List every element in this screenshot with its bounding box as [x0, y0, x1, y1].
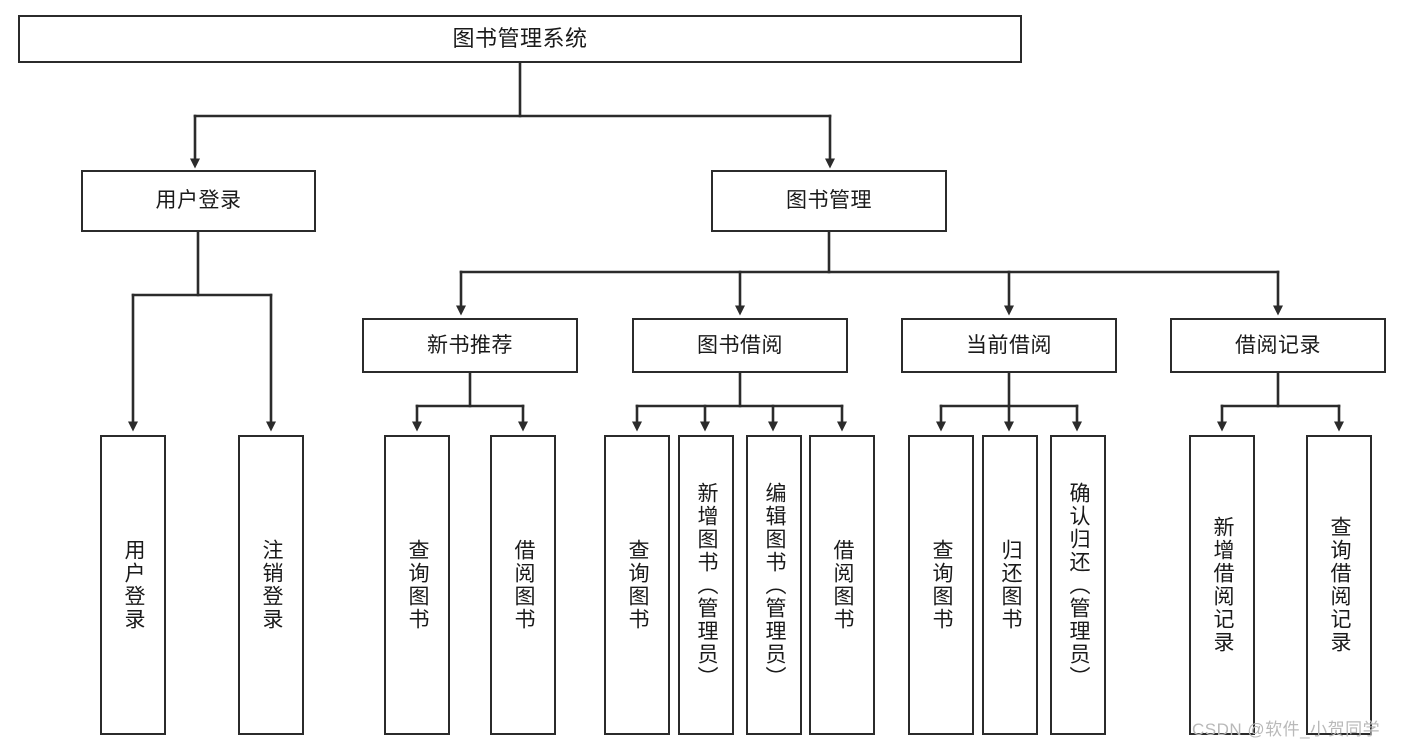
node-leaf-query-book-1[interactable]: 查询图书	[384, 435, 450, 735]
node-leaf-query-book-2[interactable]: 查询图书	[604, 435, 670, 735]
node-leaf-confirm-return-admin[interactable]: 确认归还（管理员）	[1050, 435, 1106, 735]
node-leaf-borrow-book-1-label: 借阅图书	[512, 539, 536, 631]
node-leaf-confirm-return-admin-label: 确认归还（管理员）	[1067, 481, 1091, 689]
node-book-borrow-label: 图书借阅	[697, 333, 783, 357]
node-leaf-borrow-book-2[interactable]: 借阅图书	[809, 435, 875, 735]
node-leaf-query-book-3-label: 查询图书	[930, 539, 954, 631]
node-leaf-edit-book-admin[interactable]: 编辑图书（管理员）	[746, 435, 802, 735]
node-borrow-record[interactable]: 借阅记录	[1170, 318, 1386, 373]
node-leaf-add-borrow-record-label: 新增借阅记录	[1211, 516, 1235, 654]
node-leaf-query-book-2-label: 查询图书	[626, 539, 650, 631]
node-borrow-record-label: 借阅记录	[1235, 333, 1321, 357]
node-leaf-query-borrow-record[interactable]: 查询借阅记录	[1306, 435, 1372, 735]
node-new-book-recommend-label: 新书推荐	[427, 333, 513, 357]
node-leaf-user-login[interactable]: 用户登录	[100, 435, 166, 735]
node-book-manage-label: 图书管理	[786, 189, 872, 213]
node-leaf-add-borrow-record[interactable]: 新增借阅记录	[1189, 435, 1255, 735]
node-leaf-return-book[interactable]: 归还图书	[982, 435, 1038, 735]
node-leaf-user-login-label: 用户登录	[122, 539, 146, 631]
node-leaf-return-book-label: 归还图书	[999, 539, 1023, 631]
node-current-borrow[interactable]: 当前借阅	[901, 318, 1117, 373]
node-leaf-query-book-3[interactable]: 查询图书	[908, 435, 974, 735]
node-leaf-logout-login[interactable]: 注销登录	[238, 435, 304, 735]
node-root[interactable]: 图书管理系统	[18, 15, 1022, 63]
node-leaf-logout-login-label: 注销登录	[260, 539, 284, 631]
node-leaf-add-book-admin-label: 新增图书（管理员）	[695, 481, 719, 689]
node-leaf-borrow-book-2-label: 借阅图书	[831, 539, 855, 631]
node-leaf-add-book-admin[interactable]: 新增图书（管理员）	[678, 435, 734, 735]
node-leaf-query-book-1-label: 查询图书	[406, 539, 430, 631]
node-new-book-recommend[interactable]: 新书推荐	[362, 318, 578, 373]
node-user-login[interactable]: 用户登录	[81, 170, 316, 232]
node-book-manage[interactable]: 图书管理	[711, 170, 947, 232]
csdn-watermark: CSDN @软件_小贺同学	[1192, 720, 1381, 739]
node-leaf-borrow-book-1[interactable]: 借阅图书	[490, 435, 556, 735]
node-root-label: 图书管理系统	[452, 25, 588, 51]
node-current-borrow-label: 当前借阅	[966, 333, 1052, 357]
node-book-borrow[interactable]: 图书借阅	[632, 318, 848, 373]
node-leaf-edit-book-admin-label: 编辑图书（管理员）	[763, 481, 787, 689]
node-leaf-query-borrow-record-label: 查询借阅记录	[1328, 516, 1352, 654]
node-user-login-label: 用户登录	[155, 189, 242, 213]
